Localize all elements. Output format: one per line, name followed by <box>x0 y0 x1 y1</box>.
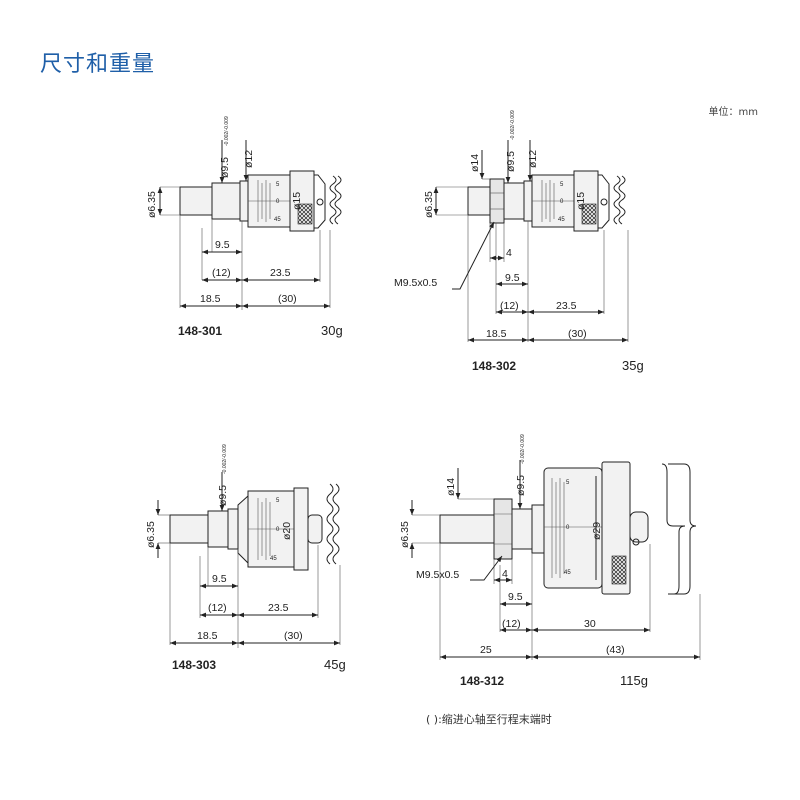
footnote: ( ):缩进心轴至行程末端时 <box>426 713 552 726</box>
spindle-dia-label: ø6.35 <box>146 191 158 218</box>
page-title: 尺寸和重量 <box>40 52 156 77</box>
svg-text:0: 0 <box>560 199 564 205</box>
drawing-148-312: 5 0 45 ø6.35 ø14 ø9.5 -0.002/-0 <box>399 434 701 688</box>
dim-label: 4 <box>502 568 508 580</box>
barrel-dia-label: ø15 <box>575 192 587 210</box>
spindle-dia-label: ø6.35 <box>399 521 411 548</box>
dim-label: 18.5 <box>200 293 221 305</box>
model-number: 148-302 <box>472 359 516 373</box>
dim-label: 9.5 <box>212 573 227 585</box>
dim-label: (43) <box>606 644 625 656</box>
model-mass: 35g <box>622 358 644 373</box>
svg-text:5: 5 <box>560 182 564 188</box>
dim-label: 9.5 <box>215 239 230 251</box>
dim-label: 9.5 <box>508 591 523 603</box>
barrel-dia-label: ø29 <box>591 522 603 540</box>
sleeve-tol-label: -0.002/-0.009 <box>520 434 526 464</box>
dim-label: (12) <box>212 267 231 279</box>
svg-text:0: 0 <box>276 527 280 533</box>
dim-label: 18.5 <box>197 630 218 642</box>
dim-label: 4 <box>506 247 512 259</box>
drawing-148-302: 5 0 45 ø6.35 ø14 ø9. <box>394 110 644 373</box>
svg-text:0: 0 <box>276 199 280 205</box>
dim-label: 23.5 <box>268 602 289 614</box>
thread-label: M9.5x0.5 <box>394 277 437 289</box>
drawing-148-301: 5 0 45 ø6.35 ø9.5 -0.002/-0.009 ø12 <box>146 116 343 338</box>
svg-text:45: 45 <box>558 217 565 223</box>
dim-label: 30 <box>584 618 596 630</box>
sleeve-tol-label: -0.002/-0.009 <box>222 444 228 474</box>
dim-label: (12) <box>500 300 519 312</box>
dim-label: (12) <box>208 602 227 614</box>
svg-text:45: 45 <box>270 556 277 562</box>
model-mass: 30g <box>321 323 343 338</box>
nut-dia-label: ø14 <box>469 154 481 172</box>
svg-text:5: 5 <box>276 182 280 188</box>
dim-label: 9.5 <box>505 272 520 284</box>
unit-note: 单位：mm <box>708 107 758 118</box>
dim-label: 18.5 <box>486 328 507 340</box>
svg-text:45: 45 <box>274 217 281 223</box>
sleeve-tol-label: -0.002/-0.009 <box>510 110 516 140</box>
dim-label: 23.5 <box>270 267 291 279</box>
model-number: 148-312 <box>460 674 504 688</box>
svg-text:0: 0 <box>566 525 570 531</box>
dim-label: (30) <box>284 630 303 642</box>
dim-label: 23.5 <box>556 300 577 312</box>
dim-label: (30) <box>568 328 587 340</box>
nut-dia-label: ø14 <box>445 478 457 496</box>
svg-text:5: 5 <box>276 498 280 504</box>
sleeve-dia-label: ø9.5 <box>219 157 231 178</box>
sleeve-tol-label: -0.002/-0.009 <box>224 116 230 146</box>
thimble-dia-label: ø12 <box>527 150 539 168</box>
barrel-dia-label: ø20 <box>281 522 293 540</box>
svg-text:5: 5 <box>566 480 570 486</box>
thimble-dia-label: ø12 <box>243 150 255 168</box>
dim-label: 25 <box>480 644 492 656</box>
sleeve-dia-label: ø9.5 <box>505 151 517 172</box>
drawing-148-303: 5 0 45 ø6.35 ø9.5 -0.002/-0.009 ø20 9.5 … <box>145 444 346 672</box>
model-mass: 45g <box>324 657 346 672</box>
spindle-dia-label: ø6.35 <box>423 191 435 218</box>
svg-text:45: 45 <box>564 570 571 576</box>
model-number: 148-301 <box>178 324 222 338</box>
model-mass: 115g <box>620 673 648 688</box>
dim-label: (12) <box>502 618 521 630</box>
barrel-dia-label: ø15 <box>291 192 303 210</box>
sleeve-dia-label: ø9.5 <box>515 475 527 496</box>
spindle-dia-label: ø6.35 <box>145 521 157 548</box>
thread-label: M9.5x0.5 <box>416 569 459 581</box>
model-number: 148-303 <box>172 658 216 672</box>
dim-label: (30) <box>278 293 297 305</box>
sleeve-dia-label: ø9.5 <box>217 485 229 506</box>
